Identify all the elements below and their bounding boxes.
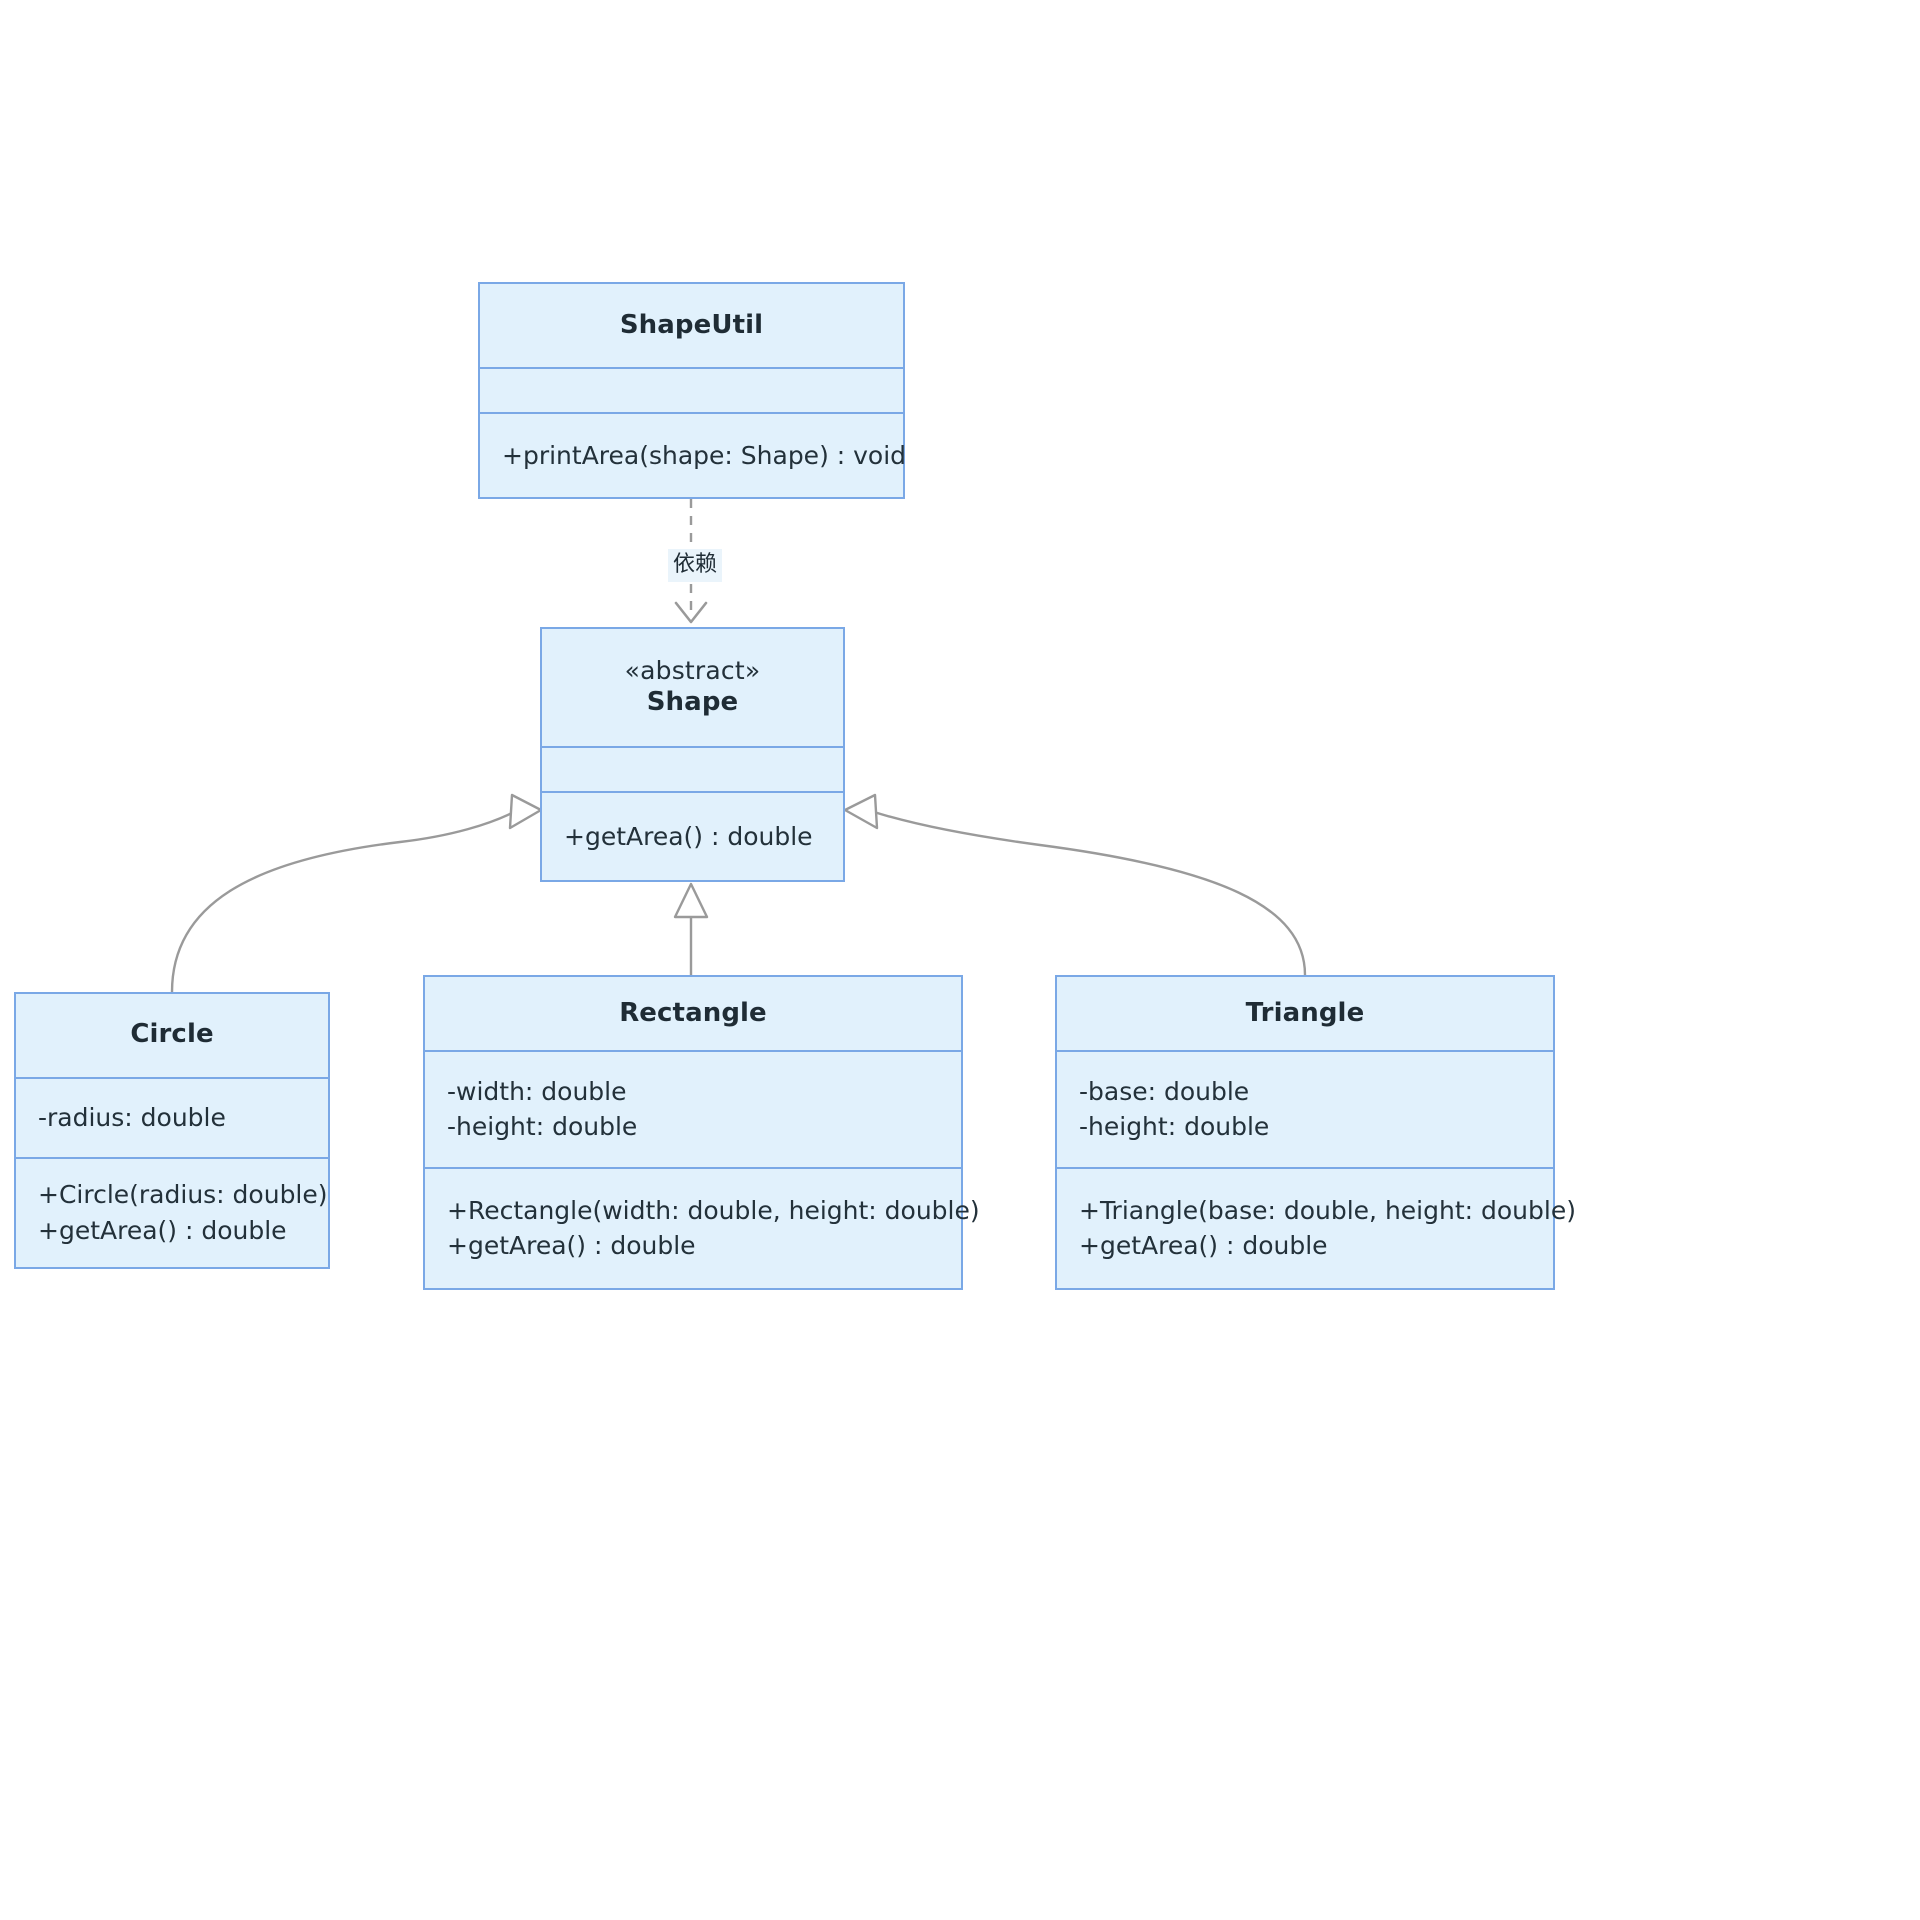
class-method-circle-constructor: +Circle(radius: double) [38, 1180, 328, 1210]
class-name-rectangle: Rectangle [619, 997, 767, 1028]
class-box-rectangle[interactable]: Rectangle -width: double -height: double… [423, 975, 980, 1290]
class-title-compartment-rectangle: Rectangle [425, 977, 961, 1050]
class-title-compartment-circle: Circle [16, 994, 328, 1077]
dependency-label: 依赖 [668, 549, 723, 582]
class-title-compartment-shape: «abstract» Shape [542, 629, 843, 746]
class-name-triangle: Triangle [1245, 997, 1365, 1028]
class-stereotype-shape: «abstract» [624, 655, 761, 685]
class-attributes-compartment-shapeutil [480, 367, 903, 412]
class-attribute-rectangle-width: -width: double [447, 1076, 627, 1106]
class-box-shape[interactable]: «abstract» Shape +getArea() : double [540, 627, 845, 882]
class-attributes-compartment-triangle: -base: double -height: double [1057, 1050, 1553, 1167]
class-attribute-rectangle-height: -height: double [447, 1112, 638, 1142]
class-name-shape: Shape [646, 687, 739, 718]
class-method-triangle-getarea: +getArea() : double [1079, 1231, 1328, 1261]
class-box-circle[interactable]: Circle -radius: double +Circle(radius: d… [14, 992, 330, 1269]
class-methods-compartment-shapeutil: +printArea(shape: Shape) : void [480, 411, 907, 497]
class-box-triangle[interactable]: Triangle -base: double -height: double +… [1055, 975, 1576, 1290]
class-attribute-circle-radius: -radius: double [38, 1102, 226, 1132]
class-attribute-triangle-base: -base: double [1079, 1076, 1250, 1106]
generalization-edge-rectangle-shape [673, 882, 709, 975]
class-attributes-compartment-rectangle: -width: double -height: double [425, 1050, 961, 1167]
class-method-circle-getarea: +getArea() : double [38, 1215, 287, 1245]
class-methods-compartment-triangle: +Triangle(base: double, height: double) … [1057, 1166, 1576, 1288]
class-method-rectangle-constructor: +Rectangle(width: double, height: double… [447, 1195, 980, 1225]
class-method-shape-getarea: +getArea() : double [564, 821, 813, 851]
class-methods-compartment-rectangle: +Rectangle(width: double, height: double… [425, 1166, 980, 1288]
class-methods-compartment-shape: +getArea() : double [542, 791, 843, 880]
class-method-triangle-constructor: +Triangle(base: double, height: double) [1079, 1195, 1576, 1225]
class-box-shapeutil[interactable]: ShapeUtil +printArea(shape: Shape) : voi… [478, 282, 907, 499]
class-attributes-compartment-shape [542, 746, 843, 791]
class-title-compartment-triangle: Triangle [1057, 977, 1553, 1050]
class-name-circle: Circle [130, 1019, 214, 1050]
class-attribute-triangle-height: -height: double [1079, 1112, 1270, 1142]
generalization-edge-circle-shape [170, 793, 543, 993]
class-name-shapeutil: ShapeUtil [619, 309, 764, 340]
class-attributes-compartment-circle: -radius: double [16, 1076, 328, 1157]
class-method-shapeutil-printarea: +printArea(shape: Shape) : void [502, 440, 907, 470]
generalization-edge-triangle-shape [843, 793, 1307, 976]
class-method-rectangle-getarea: +getArea() : double [447, 1231, 696, 1261]
class-methods-compartment-circle: +Circle(radius: double) +getArea() : dou… [16, 1156, 328, 1267]
class-title-compartment-shapeutil: ShapeUtil [480, 284, 903, 367]
